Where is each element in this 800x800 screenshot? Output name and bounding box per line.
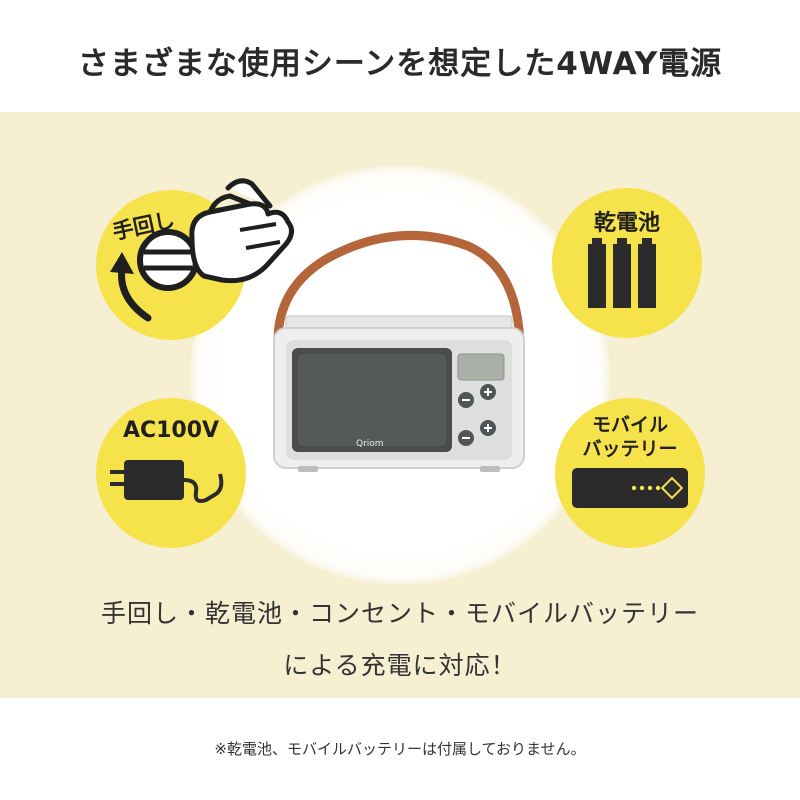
power-bank-icon xyxy=(572,468,688,508)
ac-label: AC100V xyxy=(122,418,220,443)
caption-line-2: による充電に対応！ xyxy=(283,651,517,680)
page-headline: さまざまな使用シーンを想定した4WAY電源 xyxy=(77,46,723,82)
mobile-battery-label-1: モバイル xyxy=(591,414,668,436)
mobile-battery-label-2: バッテリー xyxy=(582,438,678,460)
ac-adapter-icon xyxy=(110,460,224,503)
footnote: ※乾電池、モバイルバッテリーは付属しておりません。 xyxy=(214,740,586,758)
caption-line-1: 手回し・乾電池・コンセント・モバイルバッテリー xyxy=(100,599,699,628)
radio-brand: Qriom xyxy=(356,439,384,449)
battery-icon xyxy=(588,238,656,308)
hand-crank-icon xyxy=(110,178,294,322)
radio-product xyxy=(273,230,525,472)
dry-battery-label: 乾電池 xyxy=(593,211,660,236)
